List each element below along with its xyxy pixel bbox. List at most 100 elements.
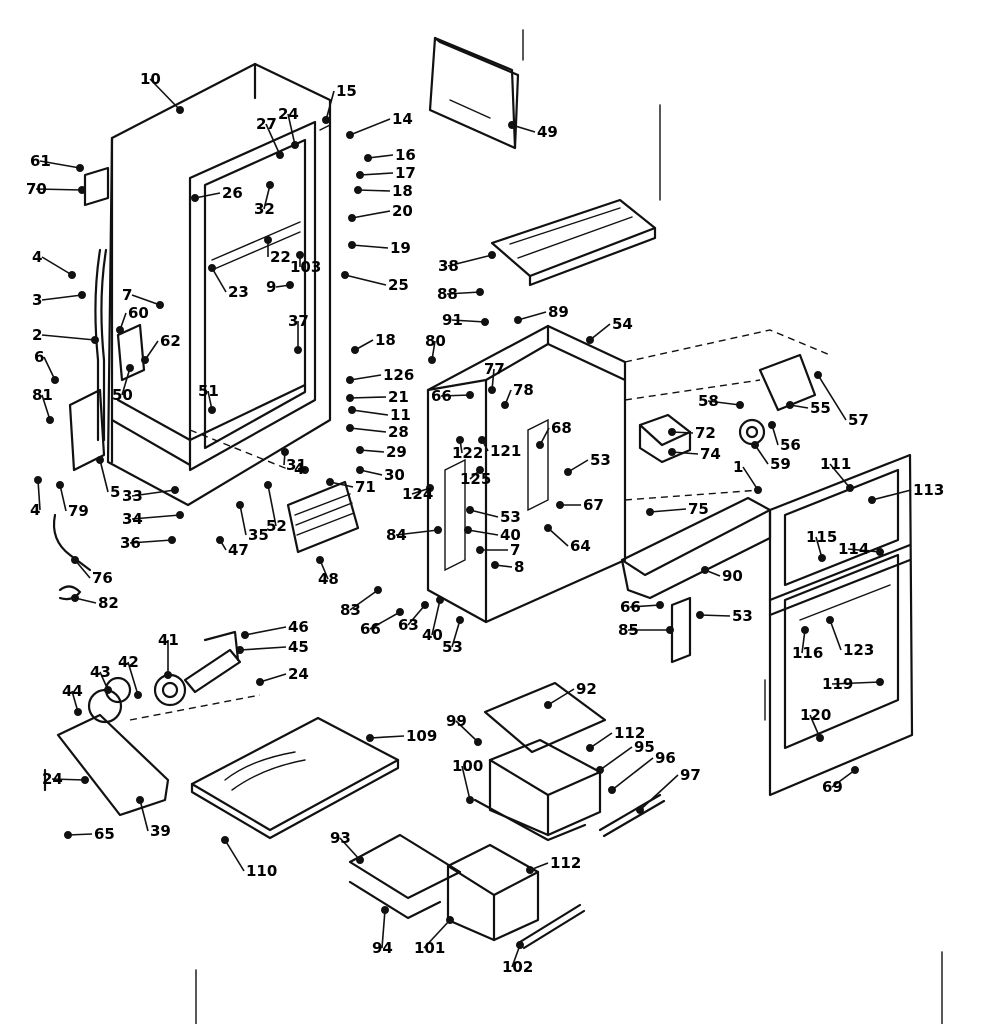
leader-line (446, 291, 481, 295)
leader-line (707, 400, 741, 406)
leader-line (131, 489, 176, 497)
leader-line (67, 833, 93, 836)
fastener-dot (104, 686, 112, 694)
grille (286, 480, 360, 554)
leader-line (461, 765, 471, 801)
callout-4: 4 (30, 501, 40, 519)
leader-line (41, 334, 96, 341)
leader-line (35, 188, 83, 191)
fastener-dot (346, 131, 354, 139)
callout-58: 58 (698, 392, 719, 410)
leader-line (351, 210, 391, 219)
callout-93: 93 (330, 829, 351, 847)
leader-line (259, 673, 287, 683)
fastener-dot (508, 121, 516, 129)
leader-line (649, 508, 687, 513)
leader-line (121, 367, 131, 396)
leader-line (59, 484, 67, 512)
leader-line (829, 463, 851, 489)
leader-line (467, 529, 499, 536)
fastener-dot (526, 866, 534, 874)
fastener-dot (478, 436, 486, 444)
leader-line (451, 619, 461, 648)
callout-84: 84 (386, 526, 407, 544)
fastener-dot (466, 506, 474, 514)
fastener-dot (341, 271, 349, 279)
fastener-dot (326, 478, 334, 486)
fastener-dot (426, 484, 434, 492)
callout-1: 1 (733, 458, 743, 476)
fastener-dot (464, 526, 472, 534)
fastener-dot (668, 428, 676, 436)
callout-33: 33 (122, 487, 143, 505)
callout-23: 23 (228, 283, 249, 301)
leader-line (127, 661, 139, 696)
callout-111: 111 (820, 455, 851, 473)
fastener-dot (666, 626, 674, 634)
callout-82: 82 (98, 594, 119, 612)
cover-panel (428, 36, 520, 150)
callout-64: 64 (570, 537, 591, 555)
fastener-dot (646, 508, 654, 516)
callout-53: 53 (590, 451, 611, 469)
fastener-dot (751, 441, 759, 449)
callout-45: 45 (288, 638, 309, 656)
leader-line (369, 735, 405, 739)
callout-85: 85 (618, 621, 639, 639)
callout-103: 103 (290, 258, 321, 276)
callout-79: 79 (68, 502, 89, 520)
fastener-dot (514, 316, 522, 324)
callout-83: 83 (340, 601, 361, 619)
fastener-dot (96, 456, 104, 464)
fastener-dot (264, 481, 272, 489)
leader-line (139, 799, 149, 832)
fastener-dot (68, 271, 76, 279)
callout-21: 21 (388, 388, 409, 406)
leader-line (129, 539, 173, 544)
callout-37: 37 (288, 312, 309, 330)
leader-line (589, 732, 613, 749)
fastener-dot (286, 281, 294, 289)
leader-line (367, 154, 394, 159)
leader-line (831, 769, 856, 788)
callout-40: 40 (500, 526, 521, 544)
fastener-dot (76, 164, 84, 172)
fastener-dot (768, 421, 776, 429)
callout-68: 68 (551, 419, 572, 437)
leader-line (351, 409, 389, 416)
fastener-dot (241, 631, 249, 639)
fastener-dot (476, 288, 484, 296)
fastener-dot (136, 796, 144, 804)
callout-88: 88 (437, 285, 458, 303)
fastener-dot (322, 116, 330, 124)
leader-line (829, 619, 842, 651)
fastener-dot (221, 836, 229, 844)
leader-line (511, 124, 536, 133)
callout-42: 42 (118, 653, 139, 671)
callout-80: 80 (425, 332, 446, 350)
callout-59: 59 (770, 455, 791, 473)
fastener-dot (176, 511, 184, 519)
leader-line (325, 90, 335, 121)
fastener-dot (348, 214, 356, 222)
callout-36: 36 (120, 534, 141, 552)
fastener-dot (346, 376, 354, 384)
callout-4: 4 (294, 460, 304, 478)
fastener-dot (608, 786, 616, 794)
leader-line (263, 184, 271, 210)
fastener-dot (356, 446, 364, 454)
leader-line (517, 311, 547, 321)
fastener-dot (46, 416, 54, 424)
callout-55: 55 (810, 399, 831, 417)
fastener-dot (34, 476, 42, 484)
fastener-dot (294, 346, 302, 354)
leader-line (447, 254, 493, 267)
fastener-dot (846, 484, 854, 492)
callout-24: 24 (42, 770, 63, 788)
callout-20: 20 (392, 202, 413, 220)
fastener-dot (348, 406, 356, 414)
fastener-dot (544, 701, 552, 709)
callout-109: 109 (406, 727, 437, 745)
leader-line (41, 256, 73, 276)
leader-line (211, 267, 227, 293)
